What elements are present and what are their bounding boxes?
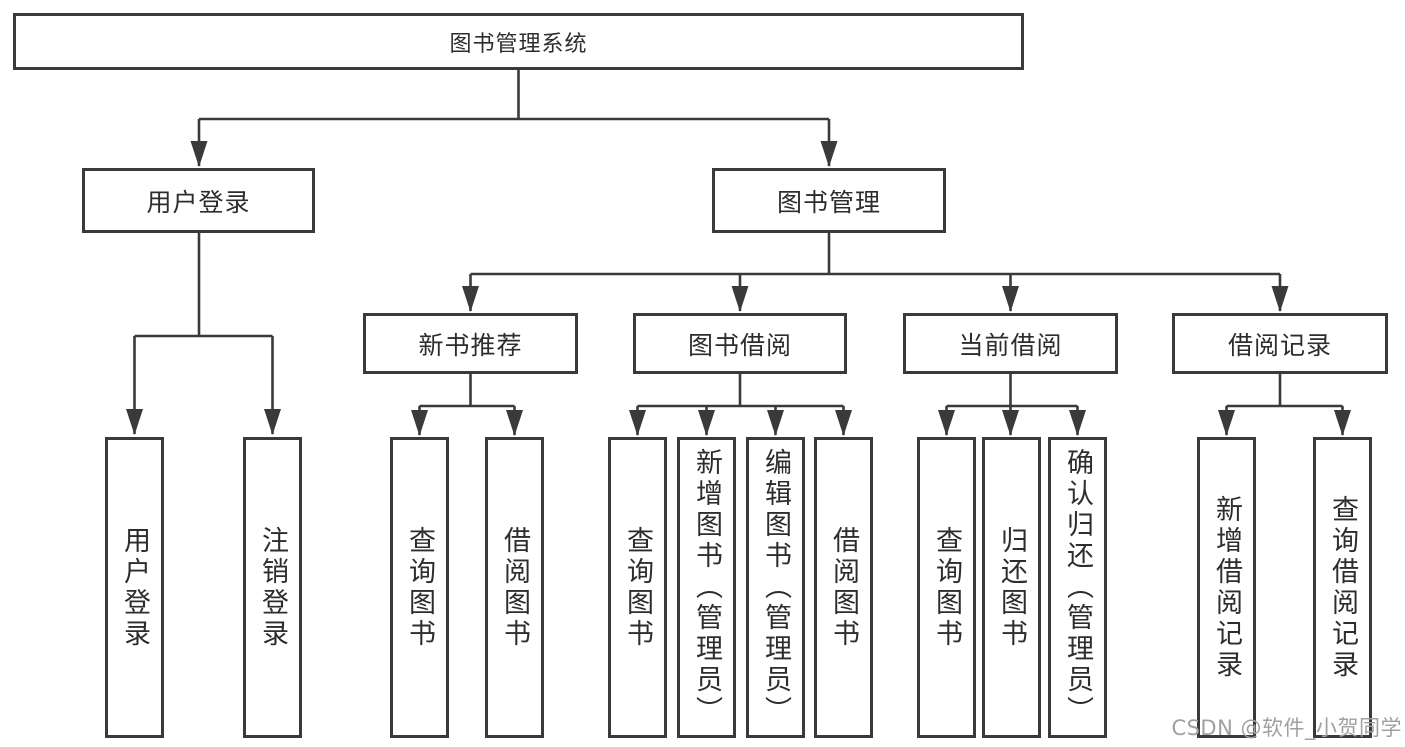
node-book-management: 图书管理 [712,168,946,233]
node-query-books-under-borrow: 查询图书 [608,437,667,738]
node-borrow-records: 借阅记录 [1172,313,1388,374]
connector-book-management-children [462,233,1289,312]
node-edit-book-admin: 编辑图书（管理员） [746,437,805,738]
node-query-borrow-record: 查询借阅记录 [1313,437,1372,738]
node-new-book-recommend: 新书推荐 [363,313,578,374]
node-confirm-return-admin: 确认归还（管理员） [1048,437,1107,738]
node-current-borrow: 当前借阅 [903,313,1118,374]
node-add-book-admin: 新增图书（管理员） [677,437,736,738]
node-borrow-books-under-borrow: 借阅图书 [814,437,873,738]
connector-root-to-level2 [190,70,838,167]
node-query-books-under-recommend: 查询图书 [390,437,449,738]
connector-current-borrow-children [938,374,1086,436]
node-logout: 注销登录 [243,437,302,738]
csdn-watermark: CSDN @软件_小贺同学 [1171,716,1402,740]
node-borrow-books-under-recommend: 借阅图书 [485,437,544,738]
connector-borrow-records-children [1218,374,1351,436]
connector-new-book-children [411,374,523,436]
node-root-library-system: 图书管理系统 [13,13,1024,70]
node-query-books-under-current: 查询图书 [917,437,976,738]
node-book-borrow: 图书借阅 [633,313,847,374]
node-user-login: 用户登录 [82,168,315,233]
connector-book-borrow-children [629,374,852,436]
node-return-book: 归还图书 [982,437,1041,738]
connector-user-login-children [126,233,281,435]
node-login: 用户登录 [105,437,164,738]
node-add-borrow-record: 新增借阅记录 [1197,437,1256,738]
